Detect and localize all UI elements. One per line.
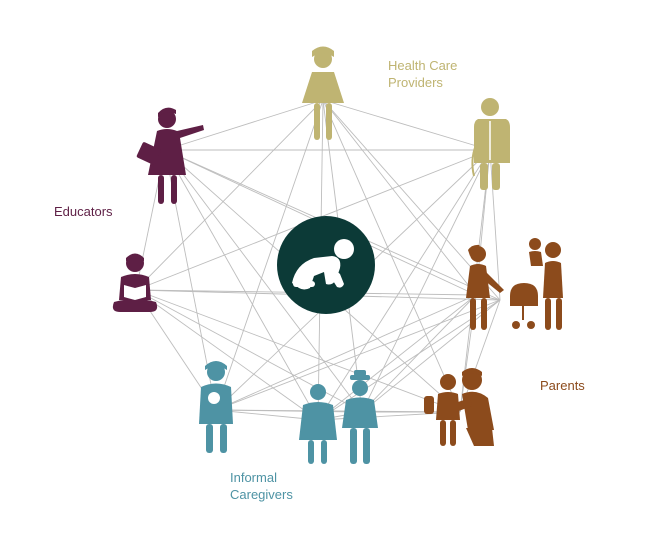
label-line: Health Care (388, 58, 458, 73)
label-health-care-providers: Health Care Providers (388, 57, 457, 91)
connection-line (215, 99, 324, 411)
label-line: Caregivers (230, 487, 293, 502)
label-line: Providers (388, 75, 443, 90)
caregiver-holding-baby-icon (199, 361, 233, 453)
label-educators: Educators (54, 203, 113, 220)
connection-line (317, 411, 461, 421)
label-line: Parents (540, 378, 585, 393)
connection-line (135, 289, 319, 421)
label-line: Informal (230, 470, 277, 485)
connection-line (317, 149, 491, 421)
female-doctor-icon (302, 46, 344, 140)
connection-line (135, 99, 324, 291)
pointing-teacher-icon (136, 107, 204, 204)
connection-line (164, 99, 324, 151)
parent-hugging-child-icon (424, 368, 494, 446)
connection-line (215, 409, 319, 421)
connection-line (322, 99, 477, 296)
label-line: Educators (54, 204, 113, 219)
connection-line (361, 299, 501, 413)
parent-with-stroller-icon (466, 238, 563, 330)
connection-line (215, 409, 363, 413)
connection-line (322, 99, 491, 151)
grandparents-icon (299, 370, 378, 464)
reading-educator-icon (112, 253, 158, 312)
connection-line (215, 299, 501, 411)
connection-line (164, 149, 363, 413)
male-doctor-icon (471, 98, 510, 190)
label-parents: Parents (540, 377, 585, 394)
connection-line (215, 294, 477, 411)
connection-line (164, 149, 319, 421)
connection-line (135, 289, 461, 413)
crawling-baby-icon (292, 239, 354, 290)
connection-line (489, 149, 501, 301)
label-informal-caregivers: Informal Caregivers (230, 469, 293, 503)
connection-line (317, 294, 477, 421)
center-node (277, 216, 375, 314)
